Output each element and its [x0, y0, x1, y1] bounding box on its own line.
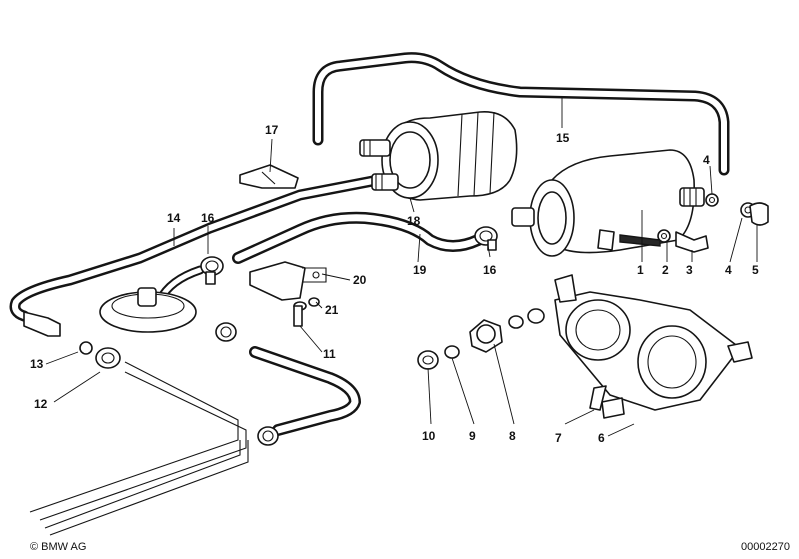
callout-14: 14 [167, 211, 181, 225]
callout-4-lower: 4 [725, 263, 732, 277]
washer-9 [444, 345, 460, 359]
hose-nut-12 [95, 347, 121, 369]
callout-15: 15 [556, 131, 570, 145]
fittings-2-3-4-5 [657, 193, 769, 253]
fuel-hose-15 [312, 52, 730, 176]
callout-17: 17 [265, 123, 279, 137]
long-fuel-pipe [29, 361, 249, 536]
rubber-mount-8 [469, 308, 545, 353]
bolt-7 [589, 385, 607, 411]
callout-labels: 1 2 3 4 4 5 6 7 8 9 10 11 12 13 14 15 16… [30, 123, 759, 445]
callout-18: 18 [407, 214, 421, 228]
tank-sender-unit [99, 287, 197, 333]
washer-21 [308, 297, 320, 307]
document-number: 00002270 [741, 541, 790, 553]
fuel-hose-14 [9, 174, 384, 322]
callout-2: 2 [662, 263, 669, 277]
lower-hose-clamps [215, 322, 279, 446]
callout-6: 6 [598, 431, 605, 445]
nut-10 [417, 350, 439, 370]
callout-3: 3 [686, 263, 693, 277]
callout-4-upper: 4 [703, 153, 710, 167]
bracket-17 [239, 164, 299, 189]
callout-9: 9 [469, 429, 476, 443]
callout-5: 5 [752, 263, 759, 277]
fuel-accumulator-18 [359, 111, 518, 201]
bolt-11 [293, 301, 307, 327]
hose-fitting-13 [23, 311, 93, 355]
hose-clamp-16b [474, 226, 498, 251]
fuel-hose-19 [232, 211, 484, 264]
callout-8: 8 [509, 429, 516, 443]
callout-21: 21 [325, 303, 339, 317]
copyright-notice: © BMW AG [30, 541, 87, 553]
hose-clamp-16a [200, 256, 224, 285]
callout-13: 13 [30, 357, 44, 371]
callout-16-right: 16 [483, 263, 497, 277]
pump-bracket-6 [554, 274, 753, 419]
callout-16-left: 16 [201, 211, 215, 225]
callout-10: 10 [422, 429, 436, 443]
callout-12: 12 [34, 397, 48, 411]
leader-lines [45, 98, 758, 437]
callout-11: 11 [323, 347, 336, 361]
callout-19: 19 [413, 263, 427, 277]
lower-fuel-hose [249, 346, 361, 436]
callout-7: 7 [555, 431, 562, 445]
fuel-pump-1 [511, 149, 705, 257]
callout-20: 20 [353, 273, 367, 287]
bracket-20 [249, 261, 327, 301]
callout-1: 1 [637, 263, 644, 277]
